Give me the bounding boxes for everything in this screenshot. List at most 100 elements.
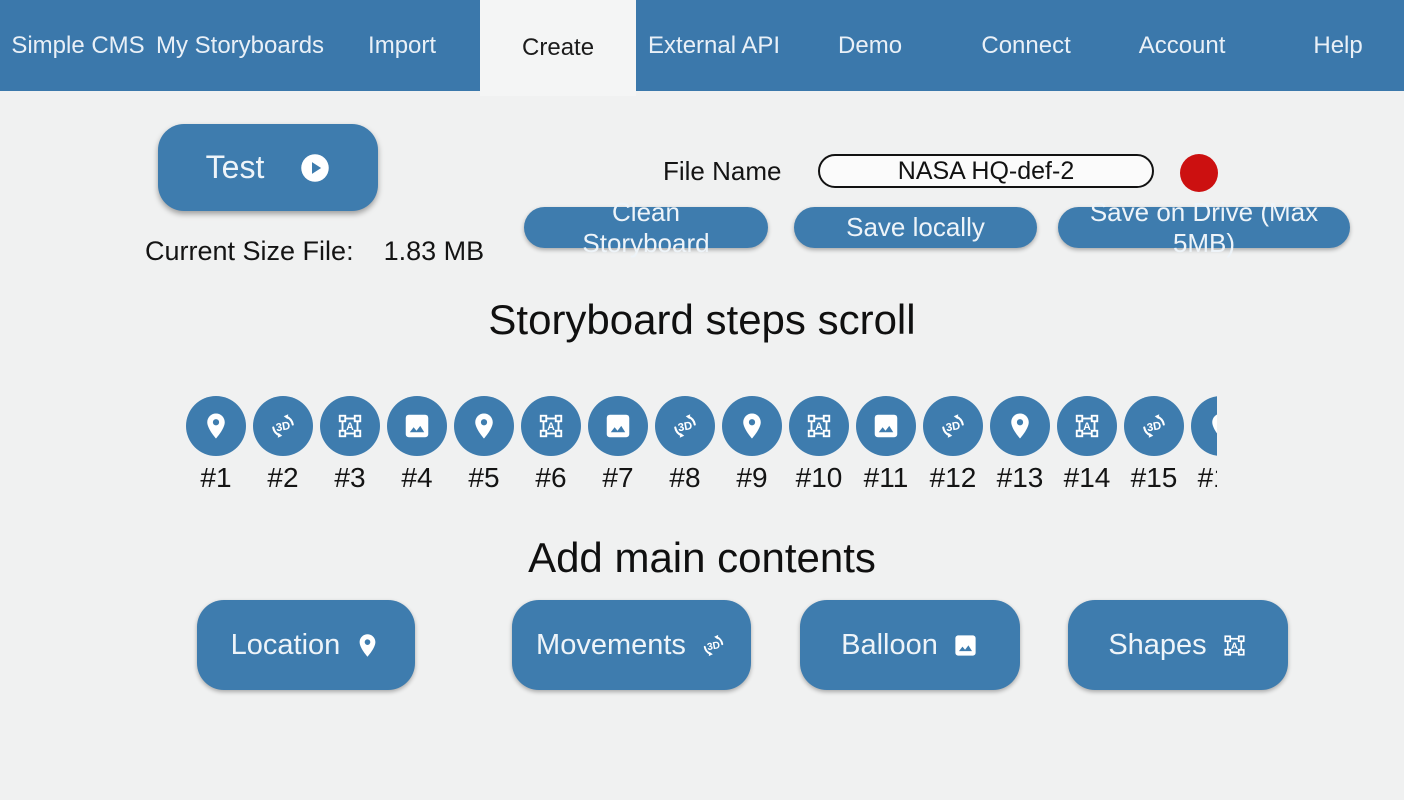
rotate-3d-icon: 3D (938, 411, 968, 441)
step-circle-2[interactable]: 3D (253, 396, 313, 456)
red-status-indicator (1180, 154, 1218, 192)
storyboard-step-11: #11 (856, 396, 916, 500)
step-circle-8[interactable]: 3D (655, 396, 715, 456)
nav-item-demo[interactable]: Demo (838, 31, 903, 59)
step-label: #3 (334, 462, 366, 493)
storyboard-step-16: #16 (1191, 396, 1217, 500)
rotate-3d-icon: 3D (268, 411, 298, 441)
file-name-label: File Name (663, 156, 782, 186)
storyboard-step-8: 3D #8 (655, 396, 715, 500)
storyboard-step-12: 3D #12 (923, 396, 983, 500)
current-file-size: Current Size File: 1.83 MB (145, 236, 484, 267)
step-circle-6[interactable]: A (521, 396, 581, 456)
shapes-button-label: Shapes (1108, 628, 1207, 661)
test-button-label: Test (205, 149, 265, 185)
step-label: #8 (669, 462, 701, 493)
step-label: #2 (267, 462, 299, 493)
storyboard-step-9: #9 (722, 396, 782, 500)
rotate-3d-icon: 3D (700, 632, 727, 659)
image-icon (603, 411, 633, 441)
clean-storyboard-button[interactable]: Clean Storyboard (524, 197, 768, 258)
nav-item-connect[interactable]: Connect (981, 31, 1071, 59)
location-pin-icon (354, 632, 381, 659)
svg-text:3D: 3D (945, 420, 961, 434)
shapes-button[interactable]: Shapes A (1068, 600, 1288, 690)
nav-item-help[interactable]: Help (1313, 31, 1363, 59)
save-locally-button[interactable]: Save locally (794, 207, 1037, 248)
test-button[interactable]: Test (158, 124, 378, 211)
step-circle-3[interactable]: A (320, 396, 380, 456)
svg-text:A: A (1231, 640, 1238, 651)
step-label: #14 (1063, 462, 1111, 493)
step-circle-16[interactable] (1191, 396, 1217, 456)
location-button-label: Location (230, 628, 341, 661)
nav-item-simple-cms[interactable]: Simple CMS (11, 31, 145, 59)
step-label: #4 (401, 462, 433, 493)
step-circle-5[interactable] (454, 396, 514, 456)
current-size-value: 1.83 MB (383, 236, 485, 266)
step-circle-15[interactable]: 3D (1124, 396, 1184, 456)
movements-button[interactable]: Movements 3D (512, 600, 751, 690)
rotate-3d-icon: 3D (1139, 411, 1169, 441)
shapes-frame-icon: A (1072, 411, 1102, 441)
image-icon (952, 632, 979, 659)
step-label: #12 (929, 462, 977, 493)
location-pin-icon (737, 411, 767, 441)
storyboard-step-2: 3D #2 (253, 396, 313, 500)
location-pin-icon (1005, 411, 1035, 441)
svg-text:A: A (1083, 421, 1091, 433)
top-nav-bar: Simple CMS My Storyboards Import Create Exte… (0, 0, 1404, 96)
nav-item-external-api[interactable]: External API (648, 31, 781, 59)
nav-item-account[interactable]: Account (1138, 31, 1226, 59)
step-circle-12[interactable]: 3D (923, 396, 983, 456)
step-label: #6 (535, 462, 567, 493)
step-label: #10 (795, 462, 843, 493)
play-circle-icon (300, 153, 330, 183)
svg-text:3D: 3D (275, 420, 291, 434)
nav-item-my-storyboards[interactable]: My Storyboards (156, 31, 325, 59)
save-on-drive-button[interactable]: Save on Drive (Max 5MB) (1058, 197, 1350, 258)
storyboard-step-4: #4 (387, 396, 447, 500)
storyboard-steps-title: Storyboard steps scroll (488, 296, 916, 343)
location-button[interactable]: Location (197, 600, 415, 690)
step-label: #1 (200, 462, 232, 493)
step-circle-7[interactable] (588, 396, 648, 456)
location-pin-icon (469, 411, 499, 441)
file-name-input[interactable] (818, 154, 1154, 188)
location-pin-icon (1206, 411, 1217, 441)
shapes-frame-icon: A (1221, 632, 1248, 659)
svg-text:A: A (815, 421, 823, 433)
step-circle-14[interactable]: A (1057, 396, 1117, 456)
nav-item-import[interactable]: Import (368, 31, 437, 59)
storyboard-step-15: 3D #15 (1124, 396, 1184, 500)
step-circle-11[interactable] (856, 396, 916, 456)
storyboard-step-1: #1 (186, 396, 246, 500)
current-size-label: Current Size File: (145, 236, 354, 266)
svg-text:3D: 3D (1146, 420, 1162, 434)
step-label: #15 (1130, 462, 1178, 493)
svg-text:A: A (547, 421, 555, 433)
shapes-frame-icon: A (335, 411, 365, 441)
storyboard-step-7: #7 (588, 396, 648, 500)
step-circle-9[interactable] (722, 396, 782, 456)
step-circle-1[interactable] (186, 396, 246, 456)
step-circle-13[interactable] (990, 396, 1050, 456)
storyboard-step-6: A #6 (521, 396, 581, 500)
storyboard-step-5: #5 (454, 396, 514, 500)
storyboard-step-14: A #14 (1057, 396, 1117, 500)
shapes-frame-icon: A (536, 411, 566, 441)
step-circle-10[interactable]: A (789, 396, 849, 456)
image-icon (871, 411, 901, 441)
balloon-button-label: Balloon (841, 628, 938, 661)
step-circle-4[interactable] (387, 396, 447, 456)
storyboard-step-3: A #3 (320, 396, 380, 500)
add-main-contents-title: Add main contents (528, 534, 876, 581)
movements-button-label: Movements (536, 628, 686, 661)
location-pin-icon (201, 411, 231, 441)
balloon-button[interactable]: Balloon (800, 600, 1020, 690)
svg-text:3D: 3D (677, 420, 693, 434)
nav-item-create[interactable]: Create (480, 0, 637, 96)
storyboard-step-10: A #10 (789, 396, 849, 500)
